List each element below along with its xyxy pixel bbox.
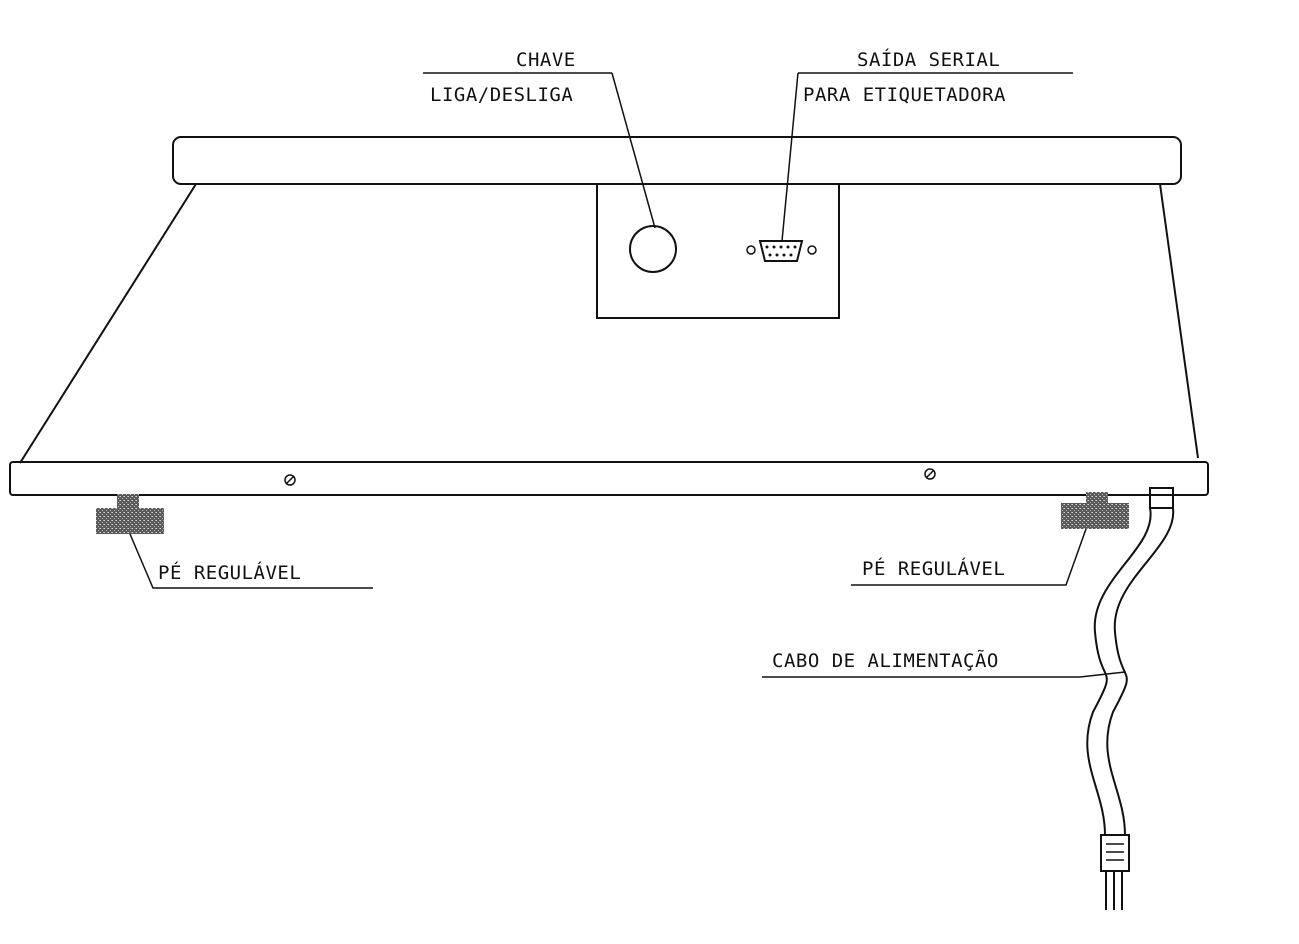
leader-line — [762, 671, 1126, 678]
adjustable-foot-right-label: PÉ REGULÁVEL — [862, 557, 1005, 580]
serial-port-icon — [746, 240, 817, 262]
power-switch-label-line1: CHAVE — [516, 49, 576, 71]
adjustable-foot-right — [1061, 492, 1129, 529]
serial-output-label-line2: PARA ETIQUETADORA — [803, 84, 1006, 106]
power-switch-label-line2: LIGA/DESLIGA — [430, 84, 573, 106]
power-cable-label: CABO DE ALIMENTAÇÃO — [772, 649, 999, 672]
screw-icon — [924, 468, 936, 480]
screw-icon — [284, 474, 296, 486]
adjustable-foot-left-label: PÉ REGULÁVEL — [158, 561, 301, 584]
leader-line — [129, 533, 373, 589]
top-platform — [172, 136, 1182, 185]
body-right-edge — [1159, 183, 1199, 459]
power-cable — [1086, 487, 1175, 910]
leader-line — [781, 72, 799, 242]
leader-line — [611, 72, 656, 229]
leader-line — [851, 528, 1087, 586]
connector-panel — [596, 183, 840, 319]
adjustable-foot-left — [96, 494, 164, 534]
body-left-edge — [19, 183, 197, 464]
base-plate — [9, 461, 1209, 496]
power-switch-icon — [629, 225, 677, 273]
serial-output-label-line1: SAÍDA SERIAL — [857, 48, 1000, 71]
